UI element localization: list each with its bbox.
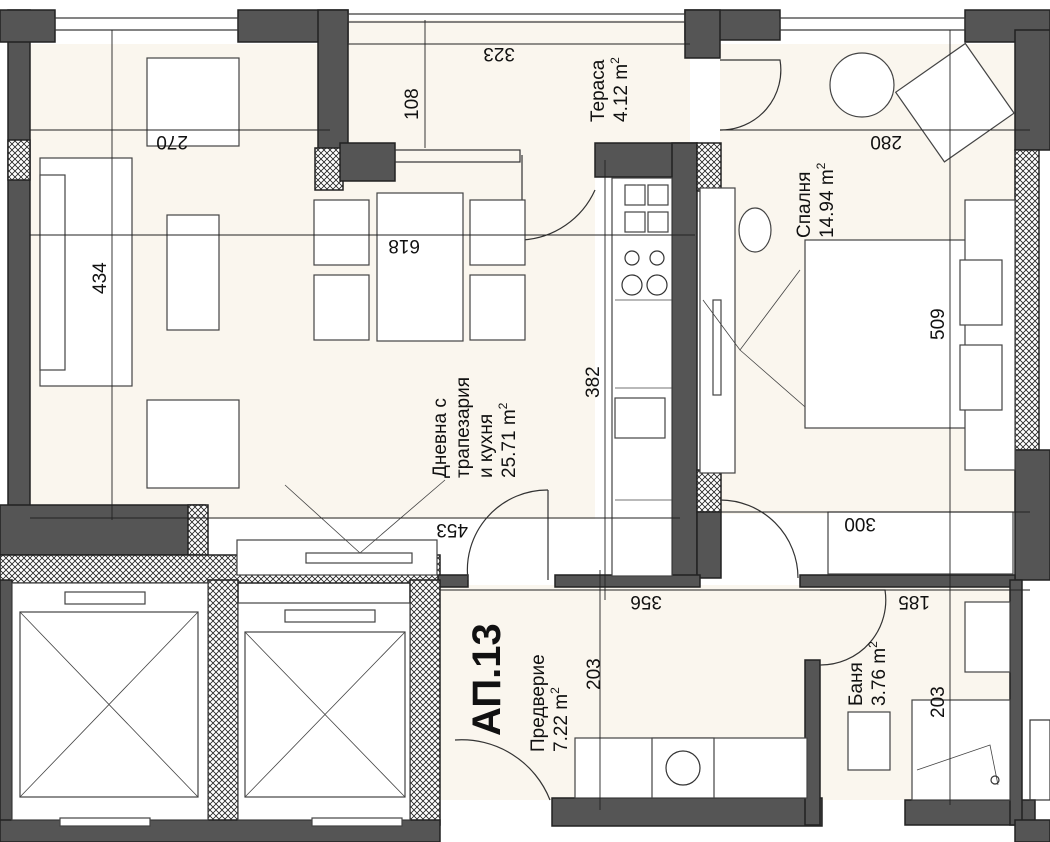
bathroom-fixtures bbox=[847, 601, 1011, 801]
svg-text:7.22 m2: 7.22 m2 bbox=[548, 687, 572, 752]
room-labels: Тераса 4.12 m2 Спалня 14.94 m2 Дневна с … bbox=[430, 57, 890, 752]
terrace-name: Тераса bbox=[588, 59, 609, 122]
dimension-lines bbox=[30, 20, 1030, 810]
living-name-line2: трапезария bbox=[453, 377, 474, 478]
hall-area-sup: 2 bbox=[548, 687, 562, 694]
bath-area-sup: 2 bbox=[866, 641, 880, 648]
windows bbox=[54, 13, 1050, 801]
dim-hall-height: 203 bbox=[584, 658, 605, 690]
terrace-label: Тераса 4.12 m2 bbox=[588, 57, 632, 122]
bedroom-label: Спалня 14.94 m2 bbox=[794, 162, 838, 238]
apartment-label: АП.13 bbox=[465, 623, 509, 736]
svg-text:4.12 m2: 4.12 m2 bbox=[608, 57, 632, 122]
hall-area: 7.22 m bbox=[551, 694, 572, 752]
svg-text:3.76 m2: 3.76 m2 bbox=[866, 641, 890, 706]
bedroom-name: Спалня bbox=[794, 172, 815, 238]
hall-label: Предверие 7.22 m2 bbox=[528, 654, 572, 752]
dim-hall-width: 356 bbox=[630, 591, 662, 612]
dim-bath-height: 203 bbox=[928, 686, 949, 718]
hall-name: Предверие bbox=[528, 654, 549, 752]
dim-bedroom-top: 280 bbox=[870, 131, 902, 152]
kitchen bbox=[611, 177, 673, 577]
bedroom-area-sup: 2 bbox=[814, 162, 828, 169]
terrace-area-sup: 2 bbox=[608, 57, 622, 64]
doors bbox=[454, 59, 887, 801]
dim-living-height: 434 bbox=[90, 262, 111, 294]
dim-bedroom-height: 509 bbox=[928, 308, 949, 340]
living-area: 25.71 m bbox=[499, 409, 520, 478]
dim-terrace-width: 323 bbox=[483, 43, 515, 64]
bath-area: 3.76 m bbox=[869, 648, 890, 706]
dim-bath-width: 185 bbox=[898, 591, 930, 612]
living-furniture bbox=[39, 57, 526, 576]
terrace-area: 4.12 m bbox=[611, 64, 632, 122]
dim-kitchen-length: 382 bbox=[583, 366, 604, 398]
living-name-line1: Дневна с bbox=[430, 398, 451, 478]
bath-label: Баня 3.76 m2 bbox=[846, 641, 890, 706]
bedroom-furniture bbox=[699, 42, 1016, 575]
dim-terrace-depth: 108 bbox=[402, 88, 423, 120]
dim-dining-width: 618 bbox=[388, 235, 420, 256]
dim-bedroom-bottom: 300 bbox=[844, 513, 876, 534]
dim-living-top: 270 bbox=[156, 131, 188, 152]
svg-text:14.94 m2: 14.94 m2 bbox=[814, 162, 838, 238]
living-area-sup: 2 bbox=[496, 402, 510, 409]
living-label: Дневна с трапезария и кухня 25.71 m2 bbox=[430, 377, 520, 478]
living-name-line3: и кухня bbox=[476, 414, 497, 478]
elevators bbox=[11, 582, 411, 827]
dim-living-bottom: 453 bbox=[436, 519, 468, 540]
hall-wardrobe bbox=[574, 737, 808, 799]
bath-name: Баня bbox=[846, 662, 867, 706]
dimension-labels: 323 108 270 434 618 382 453 280 509 300 … bbox=[90, 43, 949, 718]
svg-text:25.71 m2: 25.71 m2 bbox=[496, 402, 520, 478]
bedroom-area: 14.94 m bbox=[817, 169, 838, 238]
